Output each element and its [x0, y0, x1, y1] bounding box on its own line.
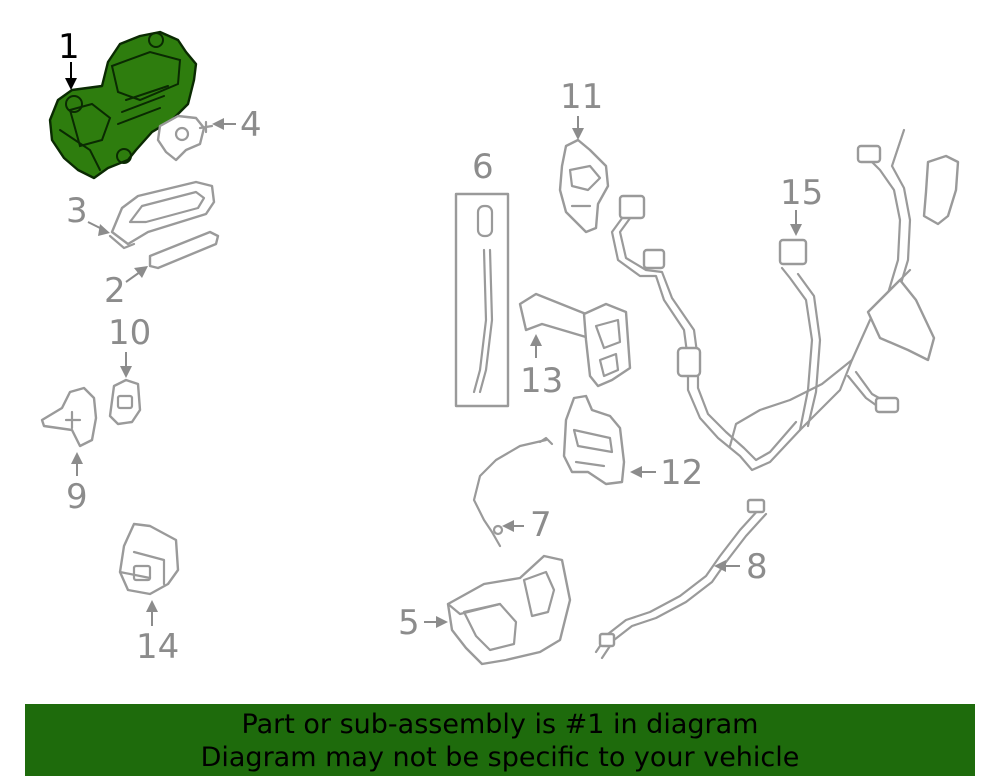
callout-4: 4 [212, 105, 262, 145]
callout-3: 3 [66, 191, 110, 236]
part-9-bracket[interactable] [40, 386, 98, 448]
callout-number-7: 7 [530, 505, 552, 545]
part-14-module[interactable] [118, 522, 180, 596]
part-1-door-lock-actuator[interactable] [48, 30, 198, 180]
part-8-cable[interactable] [594, 498, 768, 660]
part-7-cable[interactable] [472, 436, 554, 548]
part-4-sensor[interactable] [156, 114, 214, 162]
callout-11: 11 [560, 77, 603, 140]
part-2-trim-strip[interactable] [148, 230, 220, 270]
callout-number-11: 11 [560, 77, 603, 117]
part-12-striker[interactable] [562, 394, 626, 486]
part-11-latch[interactable] [558, 138, 610, 234]
info-banner: Part or sub-assembly is #1 in diagram Di… [25, 704, 975, 776]
callout-1: 1 [58, 27, 80, 90]
banner-line-1: Part or sub-assembly is #1 in diagram [241, 709, 759, 740]
part-wiring-harness[interactable] [610, 128, 960, 472]
callout-10: 10 [108, 313, 151, 378]
callout-15: 15 [780, 173, 823, 236]
callout-number-6: 6 [472, 147, 494, 187]
callout-number-2: 2 [104, 271, 126, 311]
part-5-lock-module[interactable] [446, 554, 572, 666]
part-3-handle-bezel[interactable] [108, 180, 216, 250]
callout-8: 8 [714, 547, 768, 587]
callout-7: 7 [502, 505, 552, 545]
callout-5: 5 [398, 603, 448, 643]
callout-number-15: 15 [780, 173, 823, 213]
callout-9: 9 [66, 452, 88, 517]
callout-number-9: 9 [66, 477, 88, 517]
part-6-rod[interactable] [454, 192, 510, 408]
callout-number-8: 8 [746, 547, 768, 587]
callout-number-1: 1 [58, 27, 80, 67]
banner-line-2: Diagram may not be specific to your vehi… [200, 742, 800, 773]
part-10-pad[interactable] [108, 378, 142, 426]
callout-13: 13 [520, 334, 563, 401]
callout-12: 12 [630, 453, 703, 493]
callout-number-3: 3 [66, 191, 88, 231]
callout-6: 6 [472, 147, 494, 187]
callout-2: 2 [104, 266, 148, 311]
callout-14: 14 [136, 600, 179, 667]
parts-diagram: 1 4 3 2 10 [40, 27, 960, 667]
callout-number-5: 5 [398, 603, 420, 643]
callout-number-14: 14 [136, 627, 179, 667]
callout-number-10: 10 [108, 313, 151, 353]
part-13-door-check[interactable] [518, 292, 632, 388]
callout-number-12: 12 [660, 453, 703, 493]
callout-number-13: 13 [520, 361, 563, 401]
callout-number-4: 4 [240, 105, 262, 145]
